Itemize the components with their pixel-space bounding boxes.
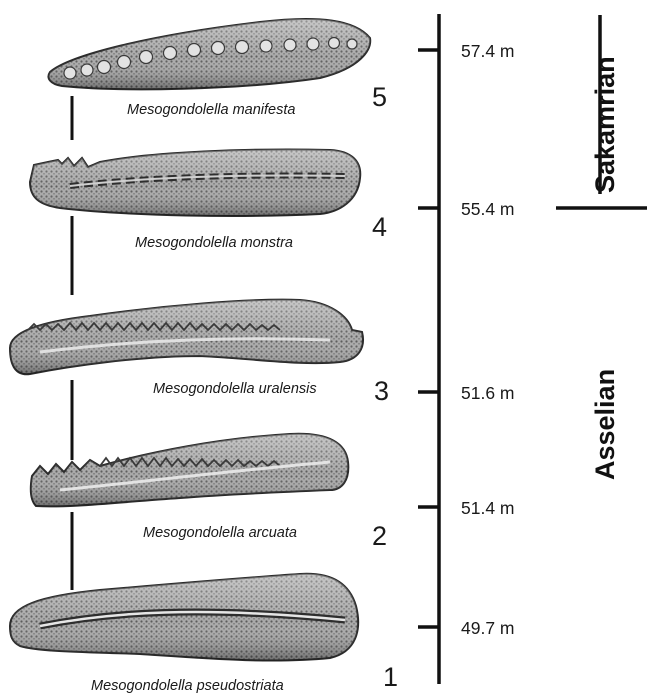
fossil-specimen-2	[31, 434, 349, 507]
species-caption-5: Mesogondolella manifesta	[127, 102, 295, 118]
fossil-specimen-3	[10, 300, 363, 375]
depth-label-4: 55.4 m	[461, 199, 515, 219]
fossil-specimen-1	[10, 574, 358, 661]
specimen-number-2: 2	[372, 521, 387, 551]
species-caption-4: Mesogondolella monstra	[135, 235, 293, 251]
specimen-number-1: 1	[383, 662, 398, 692]
stage-label-sakamrian: Sakamrian	[590, 56, 620, 193]
specimen-number-5: 5	[372, 82, 387, 112]
specimen-number-4: 4	[372, 212, 387, 242]
species-caption-2: Mesogondolella arcuata	[143, 525, 297, 541]
species-caption-1: Mesogondolella pseudostriata	[91, 678, 284, 693]
depth-label-1: 49.7 m	[461, 618, 515, 638]
specimen-number-3: 3	[374, 376, 389, 406]
species-caption-3: Mesogondolella uralensis	[153, 381, 317, 397]
depth-label-5: 57.4 m	[461, 41, 515, 61]
fossil-specimen-4	[30, 150, 360, 217]
fossil-specimen-5	[49, 19, 371, 89]
section-axis	[418, 14, 439, 684]
stage-label-asselian: Asselian	[590, 369, 620, 480]
depth-label-2: 51.4 m	[461, 498, 515, 518]
depth-label-3: 51.6 m	[461, 383, 515, 403]
